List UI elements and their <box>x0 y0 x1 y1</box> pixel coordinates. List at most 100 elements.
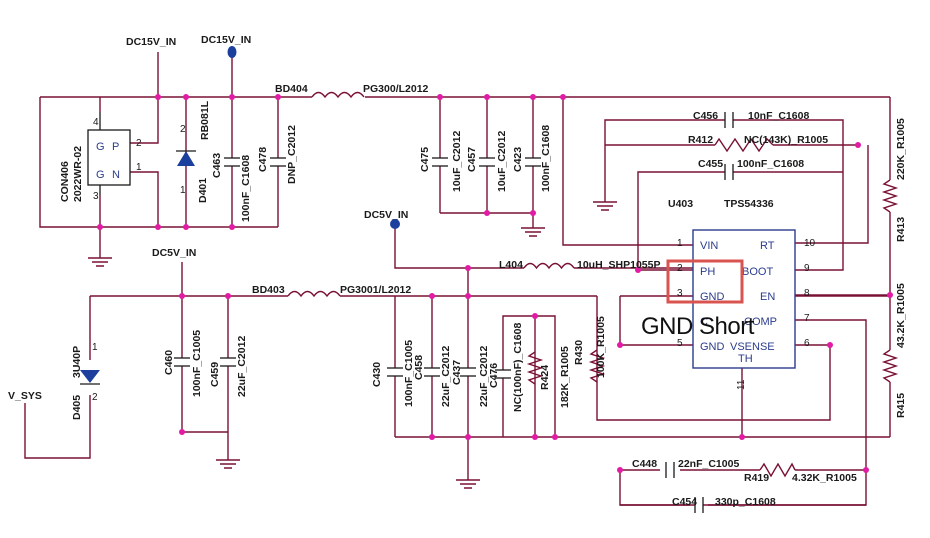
diode-d405: 1 2 3U40P D405 <box>71 342 100 420</box>
svg-text:C459: C459 <box>209 362 221 387</box>
svg-text:3U40P: 3U40P <box>71 346 83 378</box>
svg-text:100K_R1005: 100K_R1005 <box>595 316 607 378</box>
port-dc5v-in-top: DC5V_IN <box>364 209 408 229</box>
svg-text:4: 4 <box>93 117 99 128</box>
svg-text:VIN: VIN <box>700 240 718 252</box>
svg-text:22nF_C1005: 22nF_C1005 <box>678 458 739 470</box>
gnd-short-annotation: GND Short <box>641 259 755 340</box>
svg-text:P: P <box>112 141 119 153</box>
svg-text:G: G <box>96 169 105 181</box>
capacitor-c459: C459 22uF_C2012 <box>209 336 248 397</box>
svg-text:G: G <box>96 141 105 153</box>
svg-text:DC15V_IN: DC15V_IN <box>126 36 176 48</box>
svg-text:1: 1 <box>180 185 186 196</box>
resistor-r419: R419 4.32K_R1005 <box>744 462 857 484</box>
capacitor-c456: C456 10nF_C1608 <box>693 110 809 128</box>
capacitor-c455: C455 100nF_C1608 <box>698 158 804 180</box>
resistor-r424: R424 182K_R1005 <box>526 346 571 408</box>
svg-text:RT: RT <box>760 240 775 252</box>
svg-text:DNP_C2012: DNP_C2012 <box>286 125 298 184</box>
svg-text:U403: U403 <box>668 198 693 210</box>
svg-text:D405: D405 <box>71 395 83 420</box>
ground-symbol <box>88 257 112 267</box>
svg-text:C454: C454 <box>672 496 697 508</box>
svg-text:2: 2 <box>677 263 683 274</box>
svg-text:22uF_C2012: 22uF_C2012 <box>478 346 490 407</box>
svg-text:R419: R419 <box>744 472 769 484</box>
port-v-sys: V_SYS <box>8 390 42 402</box>
svg-text:DC15V_IN: DC15V_IN <box>201 34 251 46</box>
svg-text:10uF_C2012: 10uF_C2012 <box>496 131 508 192</box>
resistor-r413: 220K_R1005 R413 <box>881 118 907 242</box>
svg-text:GND: GND <box>700 291 725 303</box>
ground-symbol <box>456 479 480 489</box>
svg-text:10uF_C2012: 10uF_C2012 <box>451 131 463 192</box>
svg-text:6: 6 <box>804 338 810 349</box>
svg-text:1: 1 <box>92 342 98 353</box>
svg-text:COMP: COMP <box>744 316 777 328</box>
svg-text:L404: L404 <box>499 259 523 271</box>
svg-text:2: 2 <box>136 138 142 149</box>
svg-text:PH: PH <box>700 266 715 278</box>
capacitor-c430: C430 100nF_C1005 <box>371 340 415 407</box>
svg-text:4.32K_R1005: 4.32K_R1005 <box>792 472 857 484</box>
svg-text:C437: C437 <box>451 360 463 385</box>
svg-text:C457: C457 <box>466 147 478 172</box>
svg-text:R413: R413 <box>895 217 907 242</box>
svg-text:C456: C456 <box>693 110 718 122</box>
svg-text:C455: C455 <box>698 158 723 170</box>
port-dc15v-in-left: DC15V_IN <box>126 36 176 48</box>
svg-text:DC5V_IN: DC5V_IN <box>364 209 408 221</box>
inductor-l404: L404 10uH_SHP1055P <box>499 259 660 271</box>
svg-text:3: 3 <box>677 288 683 299</box>
svg-text:NC(100nF)_C1608: NC(100nF)_C1608 <box>512 323 524 412</box>
svg-text:BOOT: BOOT <box>742 266 773 278</box>
capacitor-c437: C437 22uF_C2012 <box>451 346 490 407</box>
svg-text:PG3001/L2012: PG3001/L2012 <box>340 284 411 296</box>
svg-text:1: 1 <box>136 162 142 173</box>
svg-text:EN: EN <box>760 291 775 303</box>
svg-text:9: 9 <box>804 263 810 274</box>
capacitor-c423: C423 100nF_C1608 <box>512 125 552 192</box>
svg-text:N: N <box>112 169 120 181</box>
svg-text:C463: C463 <box>211 153 223 178</box>
annotation-text: GND Short <box>641 313 755 340</box>
capacitor-c457: C457 10uF_C2012 <box>466 131 508 192</box>
resistor-r415: 43.2K_R1005 R415 <box>881 283 907 418</box>
svg-text:3: 3 <box>93 191 99 202</box>
port-dc15v-in-right: DC15V_IN <box>201 34 251 58</box>
svg-text:C: C <box>700 316 708 328</box>
ground-symbol <box>521 227 545 237</box>
svg-text:NC(143K)_R1005: NC(143K)_R1005 <box>744 134 828 146</box>
svg-text:182K_R1005: 182K_R1005 <box>559 346 571 408</box>
svg-text:330p_C1608: 330p_C1608 <box>715 496 776 508</box>
svg-text:V_SYS: V_SYS <box>8 390 42 402</box>
connector-con406: G P G N 4 2 1 3 CON406 2022WR-02 <box>59 112 142 202</box>
svg-text:10: 10 <box>804 238 816 249</box>
ferrite-bd404: BD404 PG300/L2012 <box>275 83 429 99</box>
capacitor-c454: C454 330p_C1608 <box>672 496 776 513</box>
svg-text:2: 2 <box>92 392 98 403</box>
svg-text:5: 5 <box>677 338 683 349</box>
capacitor-c478: C478 DNP_C2012 <box>257 125 298 184</box>
svg-text:R415: R415 <box>895 393 907 418</box>
svg-text:BD403: BD403 <box>252 284 285 296</box>
svg-text:R430: R430 <box>573 340 585 365</box>
ground-symbol <box>593 201 617 211</box>
svg-text:BD404: BD404 <box>275 83 308 95</box>
svg-text:22uF_C2012: 22uF_C2012 <box>236 336 248 397</box>
svg-text:7: 7 <box>804 313 810 324</box>
svg-text:TH: TH <box>738 353 753 365</box>
svg-text:GND: GND <box>700 341 725 353</box>
svg-text:C475: C475 <box>419 147 431 172</box>
svg-text:2: 2 <box>180 124 186 135</box>
svg-text:C448: C448 <box>632 458 657 470</box>
ic-u403: U403 TPS54336 1 VIN 2 PH 3 GND C 5 GND 1… <box>668 198 816 390</box>
svg-text:1: 1 <box>677 238 683 249</box>
svg-text:DC5V_IN: DC5V_IN <box>152 247 196 259</box>
ferrite-bd403: BD403 PG3001/L2012 <box>252 284 411 298</box>
svg-text:C478: C478 <box>257 147 269 172</box>
svg-text:VSENSE: VSENSE <box>730 341 775 353</box>
svg-text:220K_R1005: 220K_R1005 <box>895 118 907 180</box>
